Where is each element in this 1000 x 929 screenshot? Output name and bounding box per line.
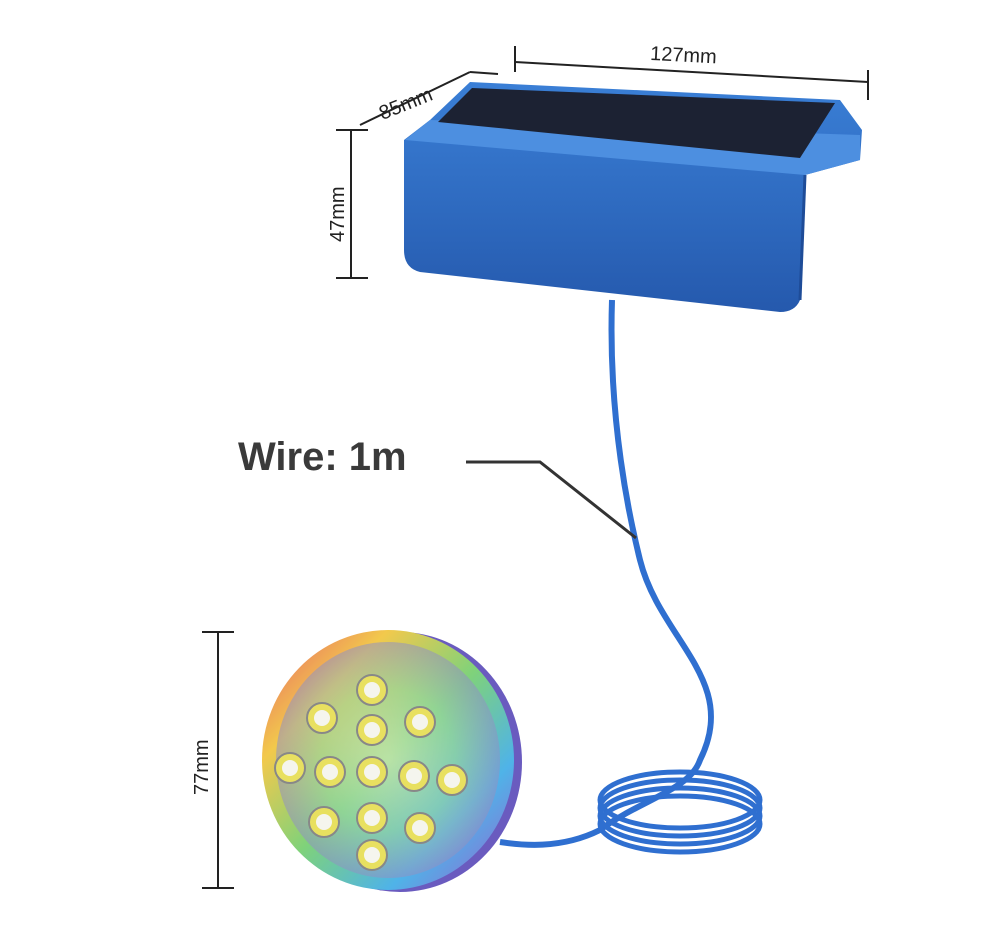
led-lens [412,820,428,836]
dimension-width [514,46,869,100]
led-lens [412,714,428,730]
led-lens [364,847,380,863]
diameter-label: 77mm [191,739,213,795]
led-lens [282,760,298,776]
led-array [274,674,468,871]
solar-panel [438,88,835,158]
dimension-depth [359,71,499,126]
led-lens [444,772,460,788]
led-lens [314,710,330,726]
dimension-diameter [202,631,234,889]
led-lens [364,682,380,698]
led-lens [364,722,380,738]
solar-housing [404,82,862,312]
led-lens [322,764,338,780]
width-label: 127mm [650,43,718,68]
wire-leader-line [466,460,637,540]
led-lens [406,768,422,784]
led-light [262,630,522,892]
led-lens [316,814,332,830]
dimension-height [336,129,368,279]
cable [499,299,714,848]
height-label: 47mm [327,186,349,242]
led-lens [364,810,380,826]
wire-label: Wire: 1m [238,435,407,479]
cable-coil [597,769,763,855]
led-lens [364,764,380,780]
depth-label: 85mm [376,84,436,125]
